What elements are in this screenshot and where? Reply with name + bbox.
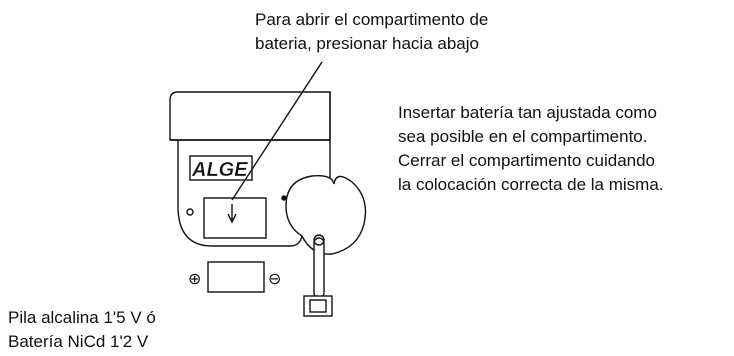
battery-type-label: Pila alcalina 1'5 V ó Batería NiCd 1'2 V xyxy=(8,306,156,354)
battery-compartment-door xyxy=(203,197,267,239)
screw-hole-left xyxy=(186,208,194,216)
device-body xyxy=(177,140,303,247)
battery-minus-sign: ⊖ xyxy=(268,269,281,288)
open-instruction-line-1: Para abrir el compartimento de xyxy=(255,10,489,29)
crank-hub xyxy=(313,234,325,246)
battery-cell xyxy=(207,261,265,293)
crank-wheel xyxy=(285,174,367,255)
battery-plus-sign: ⊕ xyxy=(188,269,201,288)
insert-instruction-line-3: Cerrar el compartimento cuidando xyxy=(398,151,656,170)
crank-knob xyxy=(303,295,333,317)
pointer-line xyxy=(231,61,323,201)
open-instruction-line-2: bateria, presionar hacia abajo xyxy=(255,34,479,53)
logo-text: ALGE xyxy=(191,159,248,181)
battery-type-line-2: Batería NiCd 1'2 V xyxy=(8,332,149,351)
crank-knob-inner xyxy=(309,299,327,313)
logo-badge xyxy=(189,155,253,181)
insert-instruction-line-2: sea posible en el compartimento. xyxy=(398,127,648,146)
open-compartment-instruction: Para abrir el compartimento de bateria, … xyxy=(255,8,488,56)
insert-instruction-line-4: la colocación correcta de la misma. xyxy=(398,175,664,194)
device-top-housing xyxy=(169,91,331,141)
screw-hole-right xyxy=(281,195,287,201)
down-arrow-head xyxy=(227,213,237,224)
insert-battery-instruction: Insertar batería tan ajustada como sea p… xyxy=(398,101,664,197)
insert-instruction-line-1: Insertar batería tan ajustada como xyxy=(398,103,657,122)
battery-type-line-1: Pila alcalina 1'5 V ó xyxy=(8,308,156,327)
crank-handle xyxy=(313,237,325,299)
